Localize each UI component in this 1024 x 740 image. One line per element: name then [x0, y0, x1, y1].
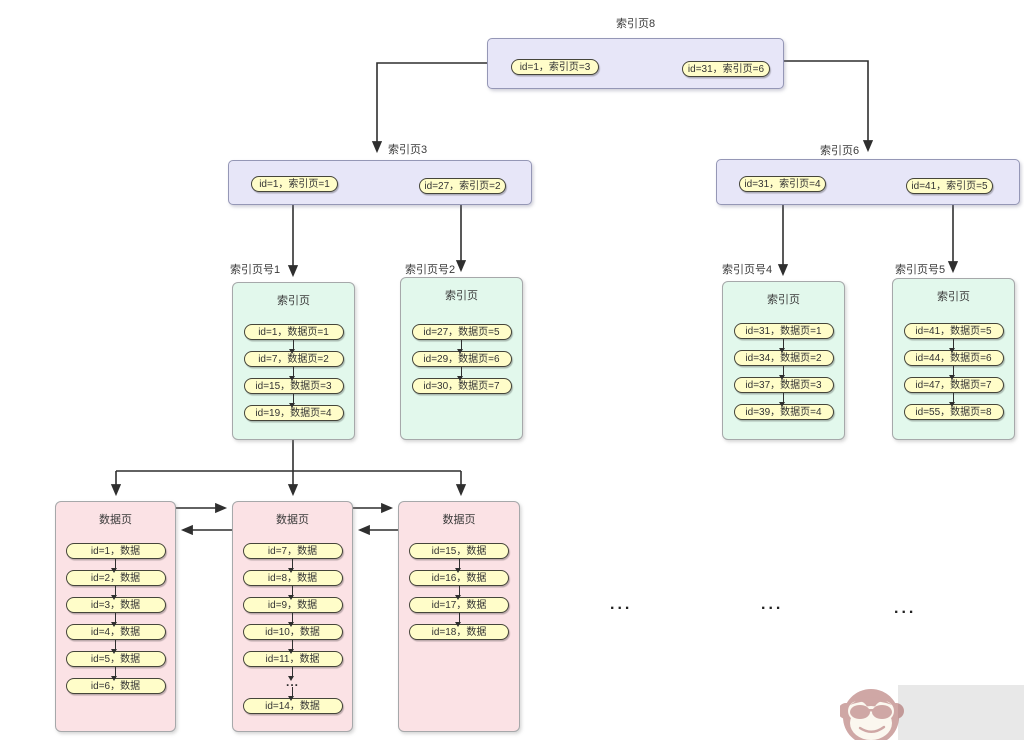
index-entry: id=31，索引页=4: [739, 176, 826, 192]
node-label-l2-right: 索引页6: [820, 145, 860, 157]
index-entry: id=1，索引页=3: [511, 59, 599, 75]
node-data-page-3: 数据页 id=15，数据 id=16，数据 id=17，数据 id=18，数据: [398, 501, 520, 732]
down-arrow-icon: [111, 586, 118, 600]
down-arrow-icon: [949, 366, 956, 380]
down-arrow-icon: [457, 340, 464, 354]
monkey-logo-icon: [838, 685, 1024, 740]
down-arrow-icon: [949, 393, 956, 407]
index-entry: id=41，数据页=5: [903, 323, 1004, 339]
index-entry: id=31，索引页=6: [682, 61, 770, 77]
node-label-leaf4: 索引页号4: [722, 264, 773, 276]
box-title: 索引页: [277, 295, 310, 307]
down-arrow-icon: [288, 559, 295, 573]
node-label-root: 索引页8: [616, 18, 656, 30]
entry-list: id=15，数据 id=16，数据 id=17，数据 id=18，数据: [399, 543, 519, 640]
watermark-logo: [838, 683, 1024, 740]
down-arrow-icon: [288, 613, 295, 627]
node-label-leaf2: 索引页号2: [405, 264, 456, 276]
index-entry: id=1，数据页=1: [243, 324, 344, 340]
down-arrow-icon: [289, 394, 296, 408]
index-entry: id=1，索引页=1: [251, 176, 338, 192]
down-arrow-icon: [779, 366, 786, 380]
node-index-page-no5: 索引页 id=41，数据页=5 id=44，数据页=6 id=47，数据页=7 …: [892, 278, 1015, 440]
down-arrow-icon: [111, 613, 118, 627]
entry-list: id=1，数据页=1 id=7，数据页=2 id=15，数据页=3 id=19，…: [233, 324, 354, 421]
down-arrow-icon: [111, 667, 118, 681]
node-index-page-no1: 索引页 id=1，数据页=1 id=7，数据页=2 id=15，数据页=3 id…: [232, 282, 355, 440]
index-entry: id=41，索引页=5: [906, 178, 993, 194]
down-arrow-icon: [288, 640, 295, 654]
entry-list: id=1，数据 id=2，数据 id=3，数据 id=4，数据 id=5，数据 …: [56, 543, 175, 694]
box-title: 数据页: [99, 514, 132, 526]
down-arrow-icon: [288, 687, 295, 701]
down-arrow-icon: [454, 586, 461, 600]
index-entry: id=27，索引页=2: [419, 178, 506, 194]
data-entry: id=7，数据: [242, 543, 343, 559]
entry-list: id=27，数据页=5 id=29，数据页=6 id=30，数据页=7: [401, 324, 522, 394]
entry-list: id=41，数据页=5 id=44，数据页=6 id=47，数据页=7 id=5…: [893, 323, 1014, 420]
down-arrow-icon: [454, 559, 461, 573]
node-data-page-2: 数据页 id=7，数据 id=8，数据 id=9，数据 id=10，数据 id=…: [232, 501, 353, 732]
node-index-page-no2: 索引页 id=27，数据页=5 id=29，数据页=6 id=30，数据页=7: [400, 277, 523, 440]
box-title: 索引页: [937, 291, 970, 303]
down-arrow-icon: [289, 367, 296, 381]
down-arrow-icon: [288, 586, 295, 600]
node-index-page-8: id=1，索引页=3 id=31，索引页=6: [487, 38, 784, 89]
index-entry: id=27，数据页=5: [411, 324, 512, 340]
down-arrow-icon: [779, 393, 786, 407]
box-title: 数据页: [276, 514, 309, 526]
node-label-leaf1: 索引页号1: [230, 264, 281, 276]
entry-list: id=7，数据 id=8，数据 id=9，数据 id=10，数据 id=11，数…: [233, 543, 352, 714]
node-index-page-3: id=1，索引页=1 id=27，索引页=2: [228, 160, 532, 205]
ellipsis: ...: [894, 600, 917, 617]
data-entry: id=15，数据: [409, 543, 509, 559]
down-arrow-icon: [288, 667, 295, 681]
down-arrow-icon: [457, 367, 464, 381]
node-label-l2-left: 索引页3: [388, 144, 428, 156]
index-entry: id=31，数据页=1: [733, 323, 834, 339]
ellipsis: ...: [610, 596, 633, 613]
box-title: 索引页: [767, 294, 800, 306]
down-arrow-icon: [111, 559, 118, 573]
down-arrow-icon: [111, 640, 118, 654]
entry-list: id=31，数据页=1 id=34，数据页=2 id=37，数据页=3 id=3…: [723, 323, 844, 420]
node-label-leaf5: 索引页号5: [895, 264, 946, 276]
data-entry: id=1，数据: [65, 543, 166, 559]
box-title: 索引页: [445, 290, 478, 302]
down-arrow-icon: [779, 339, 786, 353]
down-arrow-icon: [454, 613, 461, 627]
box-title: 数据页: [442, 514, 476, 526]
node-index-page-6: id=31，索引页=4 id=41，索引页=5: [716, 159, 1020, 205]
node-index-page-no4: 索引页 id=31，数据页=1 id=34，数据页=2 id=37，数据页=3 …: [722, 281, 845, 440]
down-arrow-icon: [289, 340, 296, 354]
node-data-page-1: 数据页 id=1，数据 id=2，数据 id=3，数据 id=4，数据 id=5…: [55, 501, 176, 732]
down-arrow-icon: [949, 339, 956, 353]
ellipsis: ...: [761, 596, 784, 613]
